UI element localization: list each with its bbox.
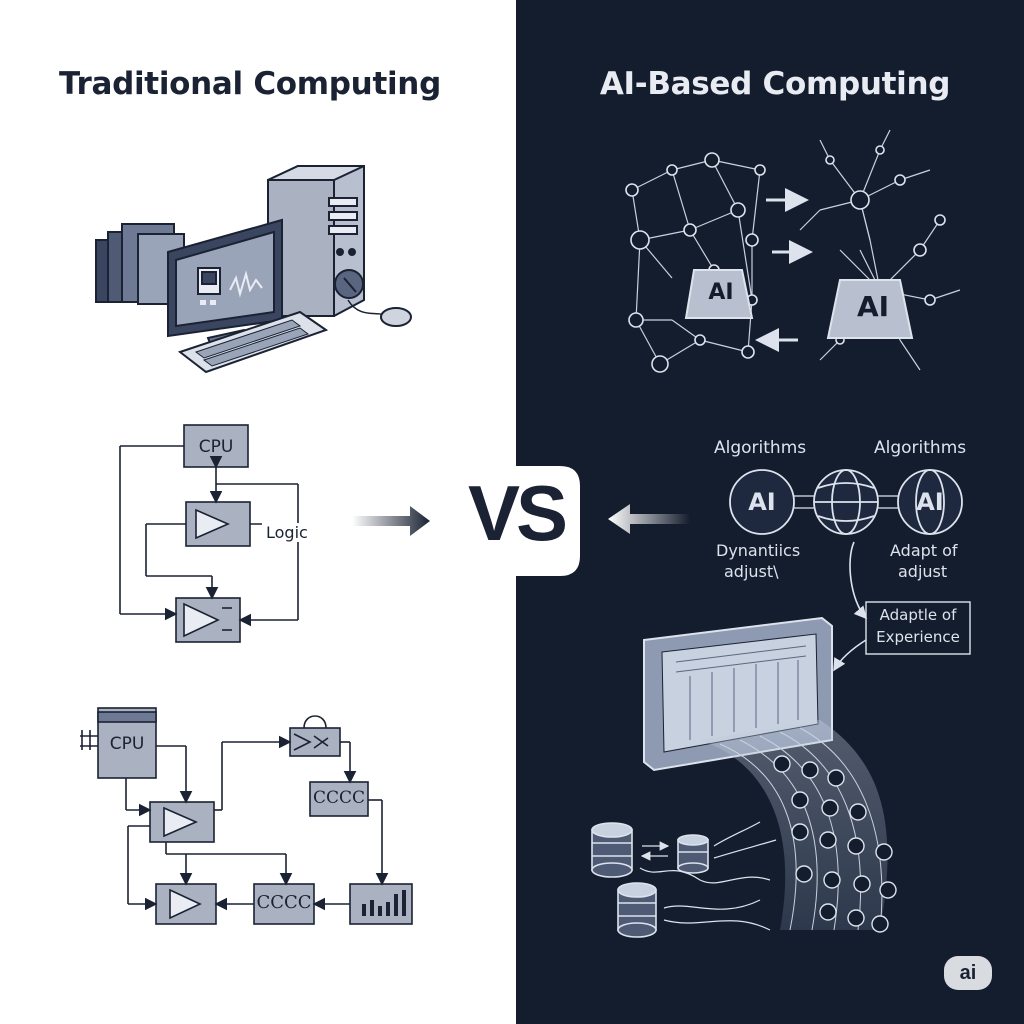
arrow-right-icon [352, 506, 430, 536]
algorithms-right-label: Algorithms [874, 438, 967, 458]
adapt-label-line2: adjust [898, 562, 948, 581]
algorithm-globes [729, 469, 963, 620]
network-ai-left-label: AI [708, 280, 734, 305]
globe-left-ai-label: AI [748, 488, 776, 516]
cpu-logic-flowchart [119, 424, 299, 643]
cache-top-label: CCCC [312, 788, 366, 808]
database-2-icon [677, 834, 709, 874]
globe-left-icon [729, 469, 795, 535]
cpu-chip-label: CPU [109, 734, 145, 754]
vs-label: VS [467, 469, 568, 557]
desktop-computer-icon [95, 165, 412, 374]
network-ai-right-label: AI [856, 290, 890, 323]
neural-network-icon [625, 129, 961, 373]
center-arrows [352, 504, 690, 536]
callout-pointer [833, 639, 867, 672]
algorithms-left-label: Algorithms [714, 438, 807, 458]
cpu-label: CPU [198, 437, 234, 457]
data-screen-icon [643, 616, 897, 933]
ai-watermark-badge: ai [944, 956, 992, 990]
traditional-computing-title: Traditional Computing [59, 66, 441, 102]
globe-right-ai-label: AI [916, 488, 944, 516]
database-3-icon [617, 882, 657, 938]
experience-callout-box [865, 601, 971, 655]
database-1-icon [591, 822, 633, 878]
vs-badge-bg [516, 466, 580, 576]
ai-computing-title: AI-Based Computing [599, 66, 951, 102]
dynamics-label-line1: Dynantiics [716, 541, 801, 560]
callout-line2: Experience [876, 628, 960, 646]
cache-bottom-label: CCCC [256, 892, 312, 913]
logic-label: Logic [262, 523, 312, 542]
callout-line1: Adaptle of [879, 606, 957, 624]
adapt-label-line1: Adapt of [890, 541, 958, 560]
arrow-left-icon [608, 504, 690, 534]
cpu-cache-flowchart [80, 707, 413, 925]
database-icons [591, 821, 777, 938]
dynamics-label-line2: adjust\ [724, 562, 779, 581]
